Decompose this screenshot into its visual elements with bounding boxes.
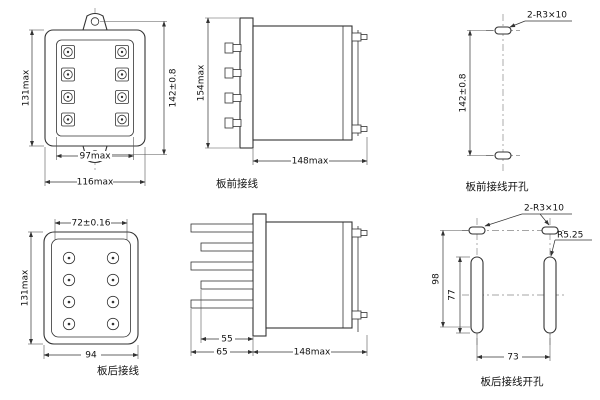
rear-screw-bottom: [351, 124, 368, 134]
side-view-rear-wiring: 55 65 148max: [190, 213, 368, 358]
note-text: R5.25: [557, 231, 583, 241]
note-slot-size: 2-R3×10: [484, 204, 572, 227]
dim-text: 148max: [294, 348, 331, 358]
dim-text: 116max: [77, 178, 114, 188]
dim-front-height-body: 131max: [22, 29, 44, 147]
terminal-slot-right: [543, 256, 557, 334]
mounting-hole-top: [90, 17, 100, 26]
rear-screw-top: [351, 32, 368, 42]
front-wiring-cutout: 142±0.8 2-R3×10 板前接线开孔: [459, 11, 572, 193]
dim-pin-short: 55: [200, 290, 254, 356]
rear-screw-bottom: [351, 310, 368, 320]
note-slot-size: 2-R3×10: [509, 11, 572, 28]
relay-body: [252, 25, 353, 141]
mounting-slot-right: [541, 226, 559, 235]
case-outline: [43, 231, 139, 345]
dim-text: 98: [432, 273, 442, 285]
dim-text: 73: [507, 353, 518, 363]
dim-text: 131max: [22, 69, 32, 106]
dim-cutout-height-total: 98: [432, 229, 470, 328]
front-view: 131max 142±0.8 97max 116max: [22, 8, 179, 188]
note-text: 2-R3×10: [527, 11, 567, 21]
dim-text: 142±0.8: [169, 68, 179, 107]
slot-top: [494, 26, 512, 35]
dim-text: 77: [448, 289, 458, 300]
dim-text: 55: [221, 335, 232, 345]
mounting-flange: [239, 17, 254, 149]
dim-front-width-body: 116max: [44, 147, 146, 188]
rear-view: 72±0.16 131max 94 板后接线: [21, 218, 139, 377]
caption-rear-cutout: 板后接线开孔: [481, 375, 544, 388]
dim-rear-width: 94: [43, 345, 139, 361]
dim-text: 142±0.8: [459, 73, 469, 112]
rear-screw-top: [351, 228, 368, 238]
dim-rear-stud-spacing: 72±0.16: [54, 218, 128, 240]
mounting-slot-left: [468, 226, 486, 235]
dim-text: 72±0.16: [71, 219, 110, 229]
dim-text: 97max: [79, 152, 111, 162]
caption-rear-wiring: 板后接线: [97, 364, 139, 377]
dim-text: 148max: [292, 157, 329, 167]
slot-bottom: [494, 151, 512, 160]
case-outline: [44, 29, 146, 147]
rear-wiring-cutout: 98 77 73 2-R3×10 R5.25 板后接线开孔: [432, 204, 592, 388]
dim-text: 154max: [197, 64, 207, 101]
relay-body: [265, 221, 353, 329]
terminal-slot-left: [470, 256, 484, 334]
side-view-front-wiring: 154max 148max 板前接线: [197, 17, 368, 190]
dim-pin-long: 65: [190, 309, 254, 358]
dim-side-front-depth: 148max: [252, 137, 368, 167]
caption-front-wiring: 板前接线: [216, 177, 258, 190]
connection-pins: [190, 223, 254, 309]
dim-front-width-terminals: 97max: [55, 137, 135, 162]
terminal-screws: [61, 45, 129, 127]
dim-cutout-spacing: 142±0.8: [459, 29, 494, 157]
caption-front-cutout: 板前接线开孔: [466, 180, 529, 193]
case-inner-outline: [51, 238, 131, 338]
terminal-holes: [62, 251, 120, 331]
dim-slot-spacing: 73: [476, 334, 551, 363]
dim-text: 94: [85, 351, 97, 361]
note-slot-radius: R5.25: [550, 231, 592, 257]
dim-side-rear-depth: 148max: [252, 335, 368, 358]
dim-text: 65: [216, 348, 227, 358]
dim-rear-height: 131max: [21, 231, 43, 345]
dim-side-front-height: 154max: [197, 17, 239, 149]
case-inner-outline: [56, 39, 134, 137]
mounting-flange: [252, 213, 267, 337]
dim-text: 131max: [21, 269, 31, 306]
front-terminal-screws: [224, 42, 242, 129]
note-text: 2-R3×10: [524, 204, 564, 214]
dim-slot-length: 77: [448, 256, 470, 334]
